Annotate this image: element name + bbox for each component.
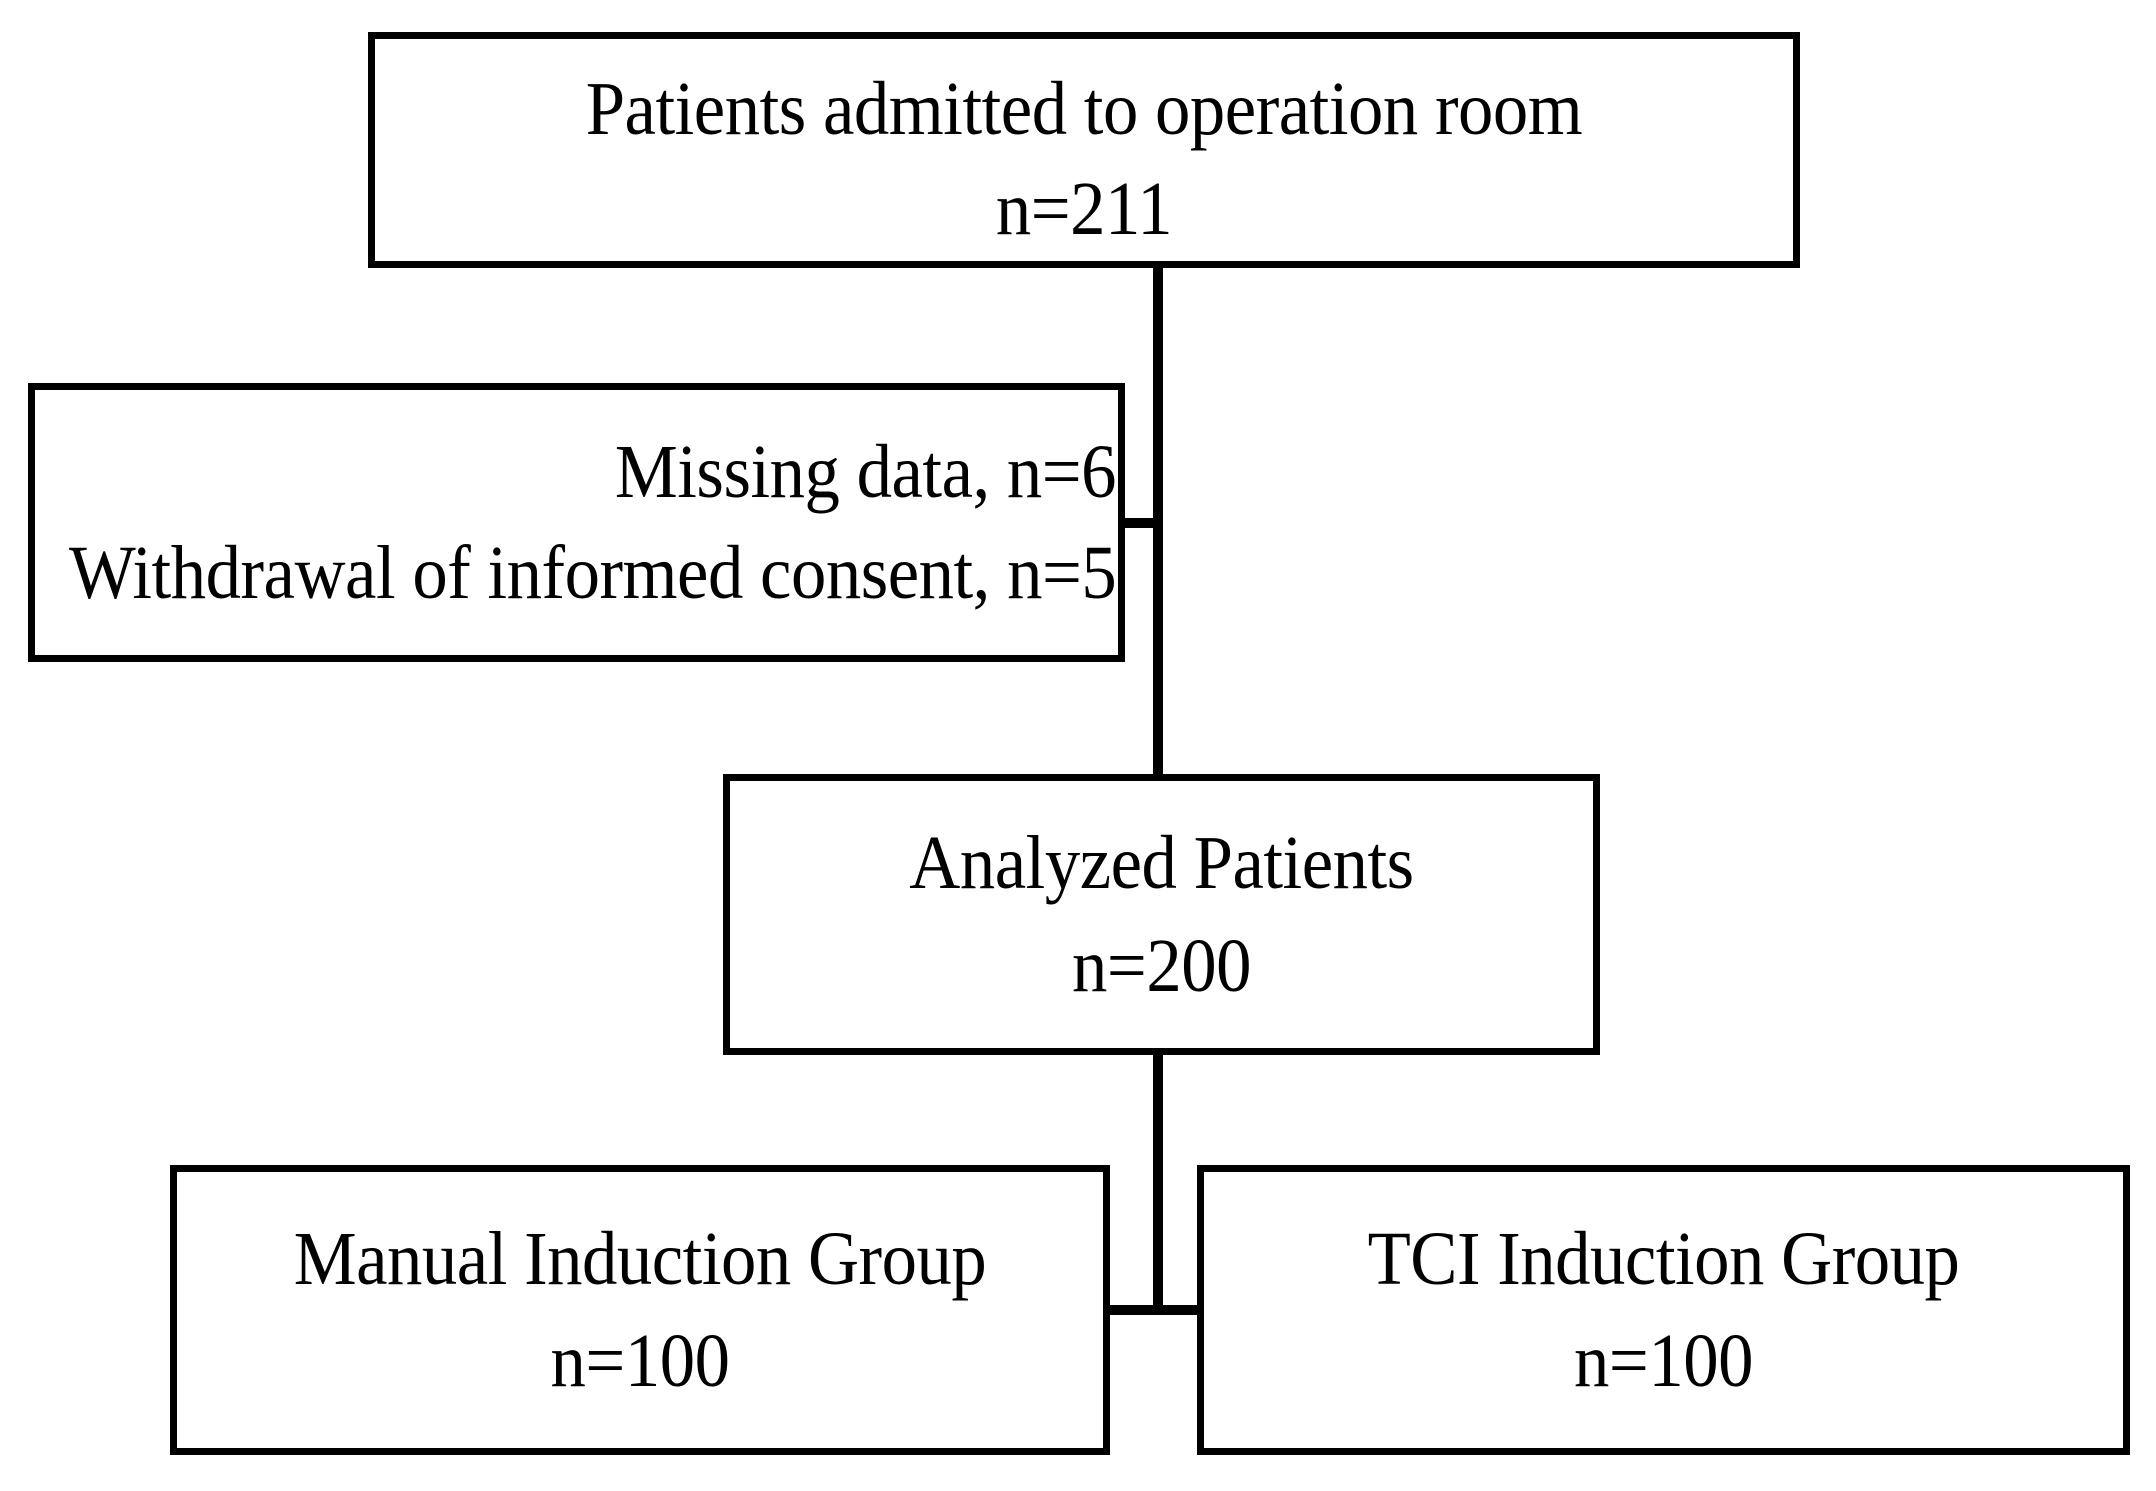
exclusions-node: Missing data, n=6 Withdrawal of informed… [28, 383, 1125, 662]
connector-group-split-bar [1100, 1305, 1215, 1315]
manual-induction-group-node: Manual Induction Group n=100 [170, 1165, 1110, 1455]
exclusion-reason-withdrawal-consent: Withdrawal of informed consent, n=5 [68, 530, 1117, 615]
patients-admitted-label: Patients admitted to operation room [585, 66, 1583, 151]
manual-induction-group-count: n=100 [550, 1319, 730, 1403]
analyzed-patients-node: Analyzed Patients n=200 [723, 774, 1600, 1055]
connector-exclusions-stub [1118, 518, 1160, 528]
connector-analyzed-to-groups [1153, 1050, 1163, 1315]
tci-induction-group-label: TCI Induction Group [1367, 1216, 1960, 1301]
tci-induction-group-count: n=100 [1574, 1319, 1753, 1403]
analyzed-patients-count: n=200 [1072, 923, 1251, 1008]
patients-admitted-node: Patients admitted to operation room n=21… [368, 32, 1800, 268]
manual-induction-group-label: Manual Induction Group [293, 1216, 987, 1301]
exclusion-reason-missing-data: Missing data, n=6 [614, 430, 1117, 515]
analyzed-patients-label: Analyzed Patients [909, 821, 1414, 906]
tci-induction-group-node: TCI Induction Group n=100 [1197, 1165, 2130, 1455]
patients-admitted-count: n=211 [995, 167, 1173, 251]
